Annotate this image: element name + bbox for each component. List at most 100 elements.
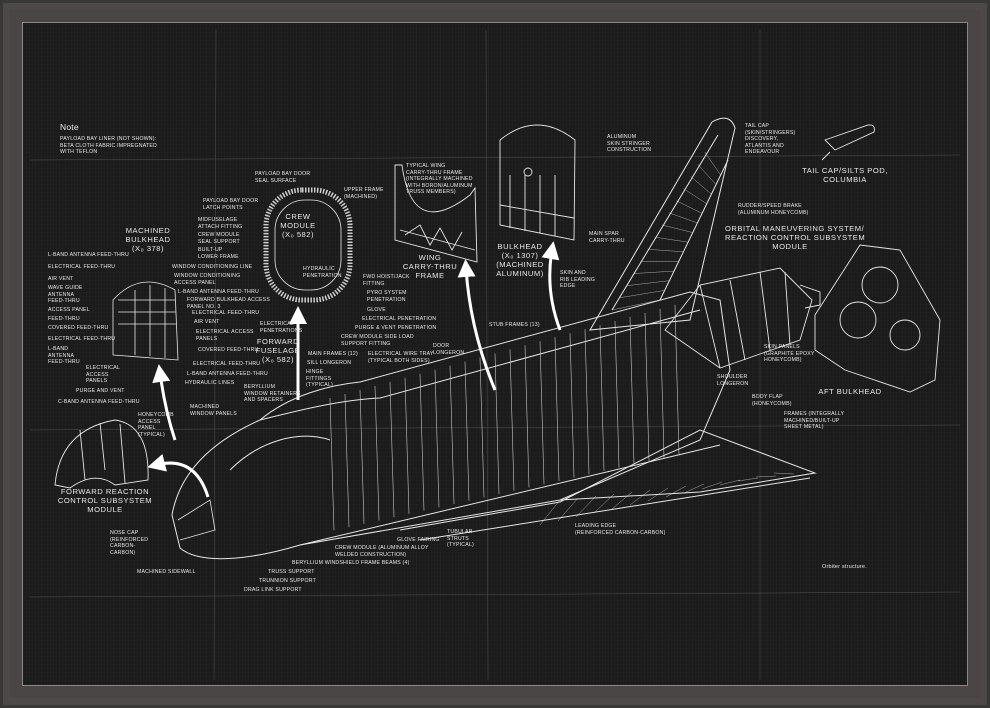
structure-line	[629, 316, 635, 465]
structure-line	[719, 479, 741, 486]
structure-line	[701, 481, 723, 490]
figure-caption: Orbiter structure.	[822, 564, 867, 570]
structure-line	[647, 487, 669, 502]
callout: TUBULAR STRUTS (TYPICAL)	[447, 529, 474, 549]
structure-line	[584, 329, 590, 475]
oms-pod	[664, 267, 821, 369]
structure-line	[374, 385, 380, 521]
callout: GLOVE	[367, 307, 386, 313]
structure-line	[434, 369, 440, 508]
structure-line	[524, 345, 530, 488]
callout: TAIL CAP (SKIN/STRINGERS) DISCOVERY, ATL…	[745, 123, 796, 156]
structure-line	[647, 249, 684, 253]
callout: PURGE AND VENT	[76, 388, 125, 394]
wing	[399, 429, 817, 541]
wing-carry-thru-title: WING CARRY-THRU FRAME	[402, 253, 458, 280]
callout: ELECTRICAL FEED-THRU	[193, 361, 261, 367]
callout: TRUNNION SUPPORT	[259, 578, 316, 584]
callout: L-BAND ANTENNA FEED-THRU	[48, 346, 80, 366]
callout: SILL LONGERON	[307, 360, 352, 366]
callout: ELECTRICAL FEED-THRU	[192, 310, 260, 316]
callout: FRAMES (INTEGRALLY MACHINED/BUILT-UP SHE…	[784, 411, 845, 431]
callout: COVERED FEED-THRU	[198, 347, 259, 353]
structure-line	[404, 377, 410, 514]
callout: FWD HOIST/JACK FITTING	[363, 274, 410, 287]
callout: WINDOW CONDITIONING LINE	[172, 264, 253, 270]
callout: PYRO SYSTEM PENETRATION	[367, 290, 407, 303]
forward-rcs-title: FORWARD REACTION CONTROL SUBSYSTEM MODUL…	[57, 487, 153, 514]
structure-line	[654, 236, 688, 243]
note-title: Note	[60, 122, 79, 132]
callout: CREW MODULE SIDE LOAD SUPPORT FITTING	[341, 334, 414, 347]
structure-line	[593, 493, 615, 514]
structure-line	[690, 176, 712, 195]
callout: HYDRAULIC LINES	[185, 380, 235, 386]
structure-line	[661, 224, 693, 233]
structure-line	[773, 472, 795, 475]
callout: TRUSS SUPPORT	[268, 569, 315, 575]
callout: L-BAND ANTENNA FEED-THRU	[187, 371, 268, 377]
callout: L-BAND ANTENNA FEED-THRU	[178, 289, 259, 295]
aft-bulkhead-title: AFT BULKHEAD	[818, 387, 882, 396]
payload-bay-frames	[329, 304, 680, 531]
oms-rcs-title: ORBITAL MANEUVERING SYSTEM/ REACTION CON…	[725, 224, 866, 251]
aft-bulkhead	[814, 244, 941, 393]
structure-line	[479, 357, 485, 498]
fuselage	[171, 291, 731, 560]
callout: RUDDER/SPEED BRAKE (ALUMINUM HONEYCOMB)	[738, 203, 809, 216]
vertical-tail	[589, 117, 736, 331]
structure-line	[755, 475, 777, 478]
callout: FORWARD BULKHEAD ACCESS PANEL NO. 3	[187, 297, 271, 310]
callout: ELECTRICAL PENETRATIONS	[260, 321, 303, 334]
callout: COVERED FEED-THRU	[48, 325, 109, 331]
structure-line	[359, 389, 365, 524]
machined-bulkhead-title: MACHINED BULKHEAD (X₀ 378)	[125, 226, 171, 253]
note-text: PAYLOAD BAY LINER (NOT SHOWN): BETA CLOT…	[60, 136, 157, 156]
callout: ELECTRICAL FEED-THRU	[48, 336, 116, 342]
callout: TYPICAL WING CARRY-THRU FRAME (INTEGRALL…	[406, 163, 473, 196]
structure-line	[389, 381, 395, 518]
callout: PAYLOAD BAY DOOR LATCH POINTS	[203, 198, 259, 211]
structure-line	[557, 497, 579, 522]
structure-line	[644, 312, 650, 462]
structure-line	[599, 325, 605, 472]
callout: HONEYCOMB ACCESS PANEL (TYPICAL)	[138, 412, 174, 438]
structure-line	[539, 499, 561, 526]
callout: BERYLLIUM WINDOW RETAINERS AND SPACERS	[244, 384, 301, 404]
callout: ELECTRICAL PENETRATION	[362, 316, 437, 322]
structure-line	[704, 152, 721, 175]
callout: BERYLLIUM WINDSHIELD FRAME BEAMS (4)	[292, 560, 410, 566]
callout-arrows	[147, 241, 562, 498]
structure-line	[575, 495, 597, 518]
callout: FEED-THRU	[48, 316, 80, 322]
callout: DOOR LONGERON	[433, 343, 465, 356]
nose-cap	[177, 499, 216, 541]
tail-cap-pod	[821, 124, 875, 161]
callout: ELECTRICAL WIRE TRAY (TYPICAL BOTH SIDES…	[368, 351, 434, 364]
callout: AIR VENT	[48, 276, 74, 282]
structure-line	[669, 212, 698, 224]
structure-line	[344, 393, 350, 528]
structure-line	[737, 477, 759, 482]
callout: PURGE & VENT PENETRATION	[355, 325, 437, 331]
callout: NOSE CAP (REINFORCED CARBON- CARBON)	[110, 530, 149, 556]
tail-ribs	[611, 152, 721, 311]
callout: WINDOW CONDITIONING ACCESS PANEL	[174, 273, 241, 286]
structure-line	[569, 333, 575, 478]
structure-line	[683, 188, 707, 204]
forward-fuselage-title: FORWARD FUSELAGE (X₀ 582)	[255, 337, 301, 364]
callout: MAIN FRAMES (12)	[308, 351, 358, 357]
structure-line	[619, 290, 665, 299]
structure-line	[683, 483, 705, 494]
callout: ELECTRICAL ACCESS PANELS	[86, 365, 120, 385]
callout: STUB FRAMES (13)	[489, 322, 540, 328]
bulkhead-1307-title: BULKHEAD (X₀ 1307) (MACHINED ALUMINUM)	[496, 242, 544, 278]
structure-line	[554, 337, 560, 481]
structure-line	[626, 280, 670, 286]
callout: SKIN PANELS (GRAPHITE EPOXY HONEYCOMB)	[764, 344, 815, 364]
forward-rcs-module	[54, 419, 149, 489]
callout: GLOVE FAIRING	[397, 537, 440, 543]
crew-module-title: CREW MODULE (X₀ 582)	[280, 212, 316, 239]
